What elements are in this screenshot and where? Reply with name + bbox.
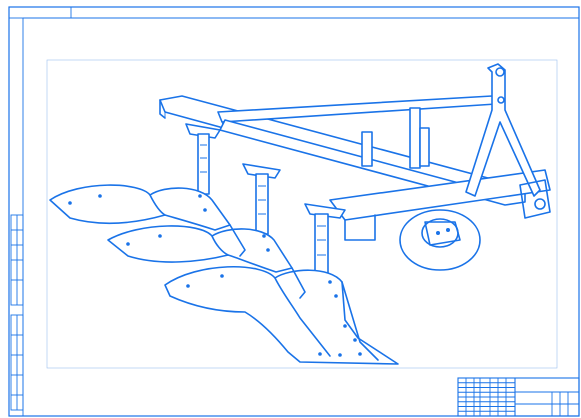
moldboard-1 bbox=[49, 184, 231, 231]
plow-illustration bbox=[49, 63, 551, 365]
moldboard-2 bbox=[107, 225, 293, 273]
shank-3 bbox=[304, 203, 346, 277]
moldboard-3 bbox=[164, 266, 399, 365]
top-left-stamp bbox=[8, 6, 72, 19]
shank-2 bbox=[242, 163, 281, 235]
rear-adjusters bbox=[361, 107, 430, 169]
gauge-wheel bbox=[399, 209, 481, 271]
title-block bbox=[457, 377, 580, 417]
hitch-tower bbox=[465, 63, 551, 219]
shank-1 bbox=[185, 123, 221, 195]
landsides bbox=[229, 224, 306, 299]
side-stamp bbox=[10, 214, 24, 411]
view-border bbox=[46, 59, 558, 369]
